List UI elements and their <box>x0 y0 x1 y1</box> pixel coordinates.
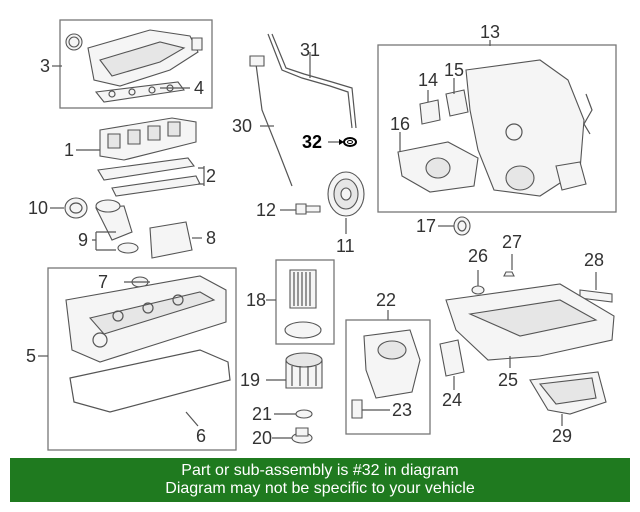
callout-27: 27 <box>502 232 522 252</box>
callout-29: 29 <box>552 426 572 446</box>
callout-14: 14 <box>418 70 438 90</box>
intake-manifold <box>99 117 197 161</box>
callout-21: 21 <box>252 404 272 424</box>
callout-25: 25 <box>498 370 518 390</box>
oil-filter-bracket <box>363 329 421 399</box>
plug-27 <box>503 271 515 277</box>
callout-16: 16 <box>390 114 410 134</box>
callout-22: 22 <box>376 290 396 310</box>
parts-diagram: 1 2 3 4 5 6 7 8 9 10 11 12 13 14 15 16 1… <box>26 19 617 451</box>
callout-17: 17 <box>416 216 436 236</box>
callout-30: 30 <box>232 116 252 136</box>
dipstick-tube <box>267 33 353 129</box>
callout-4: 4 <box>194 78 204 98</box>
callout-31: 31 <box>300 40 320 60</box>
pulley-bolt <box>295 203 321 215</box>
cover-gasket-14 <box>419 99 441 125</box>
callout-13: 13 <box>480 22 500 42</box>
group-box-5 <box>47 267 237 451</box>
cover-plate <box>555 161 587 191</box>
callout-6: 6 <box>196 426 206 446</box>
fitment-banner: Part or sub-assembly is #32 in diagram D… <box>10 458 630 502</box>
group-box-13 <box>377 44 617 213</box>
callout-5: 5 <box>26 346 36 366</box>
drain-plug-o-ring <box>295 409 313 419</box>
oil-filter-cap <box>285 352 323 389</box>
callout-8: 8 <box>206 228 216 248</box>
pan-gasket-plate <box>439 339 465 377</box>
group-box-18 <box>275 259 335 345</box>
front-crank-seal <box>453 216 471 236</box>
valve-cover-gasket <box>69 349 231 413</box>
callout-24: 24 <box>442 390 462 410</box>
drain-plug <box>291 427 313 444</box>
callout-7: 7 <box>98 272 108 292</box>
callout-3: 3 <box>40 56 50 76</box>
callout-10: 10 <box>28 198 48 218</box>
intake-plenum <box>65 29 203 103</box>
callout-26: 26 <box>468 246 488 266</box>
callout-32: 32 <box>302 132 322 152</box>
callout-18: 18 <box>246 290 266 310</box>
banner-line-1: Part or sub-assembly is #32 in diagram <box>181 462 459 479</box>
callout-23: 23 <box>392 400 412 420</box>
lower-oil-pan <box>529 371 607 415</box>
upper-oil-pan <box>445 283 615 361</box>
valve-cover <box>65 275 227 363</box>
gasket-26 <box>471 285 485 295</box>
callout-12: 12 <box>256 200 276 220</box>
dipstick-tube-inner <box>271 33 357 129</box>
callout-19: 19 <box>240 370 260 390</box>
engine-cover-piece <box>149 221 193 259</box>
banner-line-2: Diagram may not be specific to your vehi… <box>165 480 475 497</box>
callout-9: 9 <box>78 230 88 250</box>
oil-filler-cap <box>64 197 88 219</box>
oil-pressure-sender <box>351 399 363 419</box>
dipstick-handle <box>249 55 265 67</box>
callout-1: 1 <box>64 140 74 160</box>
cover-gasket-15 <box>445 89 469 117</box>
callout-15: 15 <box>444 60 464 80</box>
water-pump <box>397 141 479 193</box>
callout-11: 11 <box>336 236 355 256</box>
intake-gasket-upper <box>97 157 195 181</box>
oil-filler-pipe <box>95 199 139 254</box>
group-box-3 <box>59 19 213 109</box>
oil-filter-element <box>284 269 322 339</box>
dipstick <box>255 63 293 187</box>
callout-2: 2 <box>206 166 216 186</box>
callout-28: 28 <box>584 250 604 270</box>
intake-gasket-lower <box>111 175 201 197</box>
crankshaft-pulley <box>327 171 365 217</box>
callout-20: 20 <box>252 428 272 448</box>
dipstick-o-ring <box>343 137 357 147</box>
